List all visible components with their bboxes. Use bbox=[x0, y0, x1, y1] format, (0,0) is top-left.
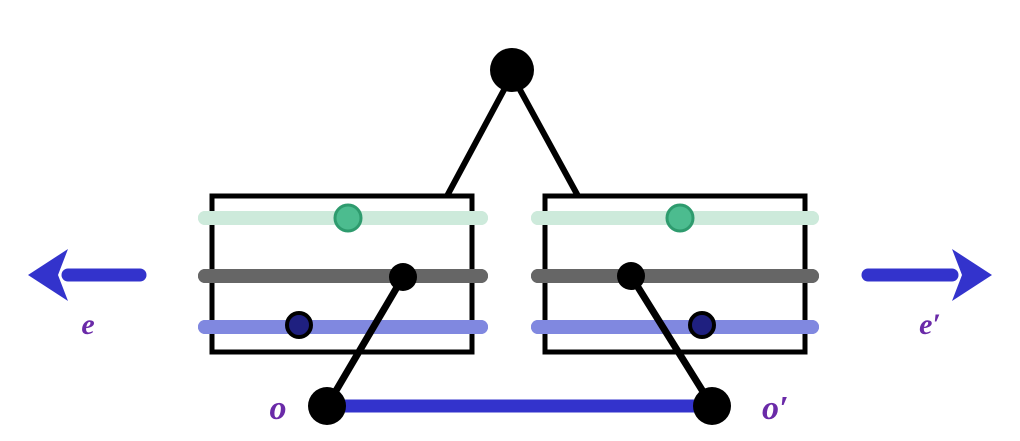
direction-arrows-layer bbox=[28, 249, 992, 301]
worldline-right bbox=[627, 272, 716, 410]
direction-arrow-left-head bbox=[28, 249, 68, 301]
label-o: o bbox=[270, 390, 287, 427]
direction-arrow-left[interactable] bbox=[28, 249, 147, 301]
origin-node-right[interactable] bbox=[693, 387, 731, 425]
marker-navy-left[interactable] bbox=[285, 311, 313, 339]
label-o-prime: o′ bbox=[762, 390, 789, 427]
marker-green-right[interactable] bbox=[665, 203, 695, 233]
label-e-prime: e′ bbox=[919, 308, 941, 341]
apex-edge-left bbox=[444, 86, 508, 198]
apex-node[interactable] bbox=[490, 48, 534, 92]
observer-frames-layer bbox=[198, 193, 819, 355]
direction-arrow-right-head bbox=[952, 249, 992, 301]
label-e: e bbox=[81, 308, 94, 341]
worldlines-layer bbox=[323, 272, 716, 410]
marker-green-left[interactable] bbox=[333, 203, 363, 233]
nodes-layer bbox=[308, 48, 731, 425]
observer-frame-right bbox=[531, 193, 819, 355]
worldline-left bbox=[323, 273, 407, 410]
event-node-left[interactable] bbox=[389, 263, 417, 291]
event-node-right[interactable] bbox=[617, 262, 645, 290]
labels-layer: e e′ o o′ bbox=[81, 308, 941, 427]
marker-navy-right[interactable] bbox=[688, 311, 716, 339]
apex-edge-right bbox=[516, 86, 581, 198]
direction-arrow-right[interactable] bbox=[861, 249, 992, 301]
observer-frame-left bbox=[198, 193, 488, 355]
origin-node-left[interactable] bbox=[308, 387, 346, 425]
apex-edges-layer bbox=[444, 86, 581, 198]
